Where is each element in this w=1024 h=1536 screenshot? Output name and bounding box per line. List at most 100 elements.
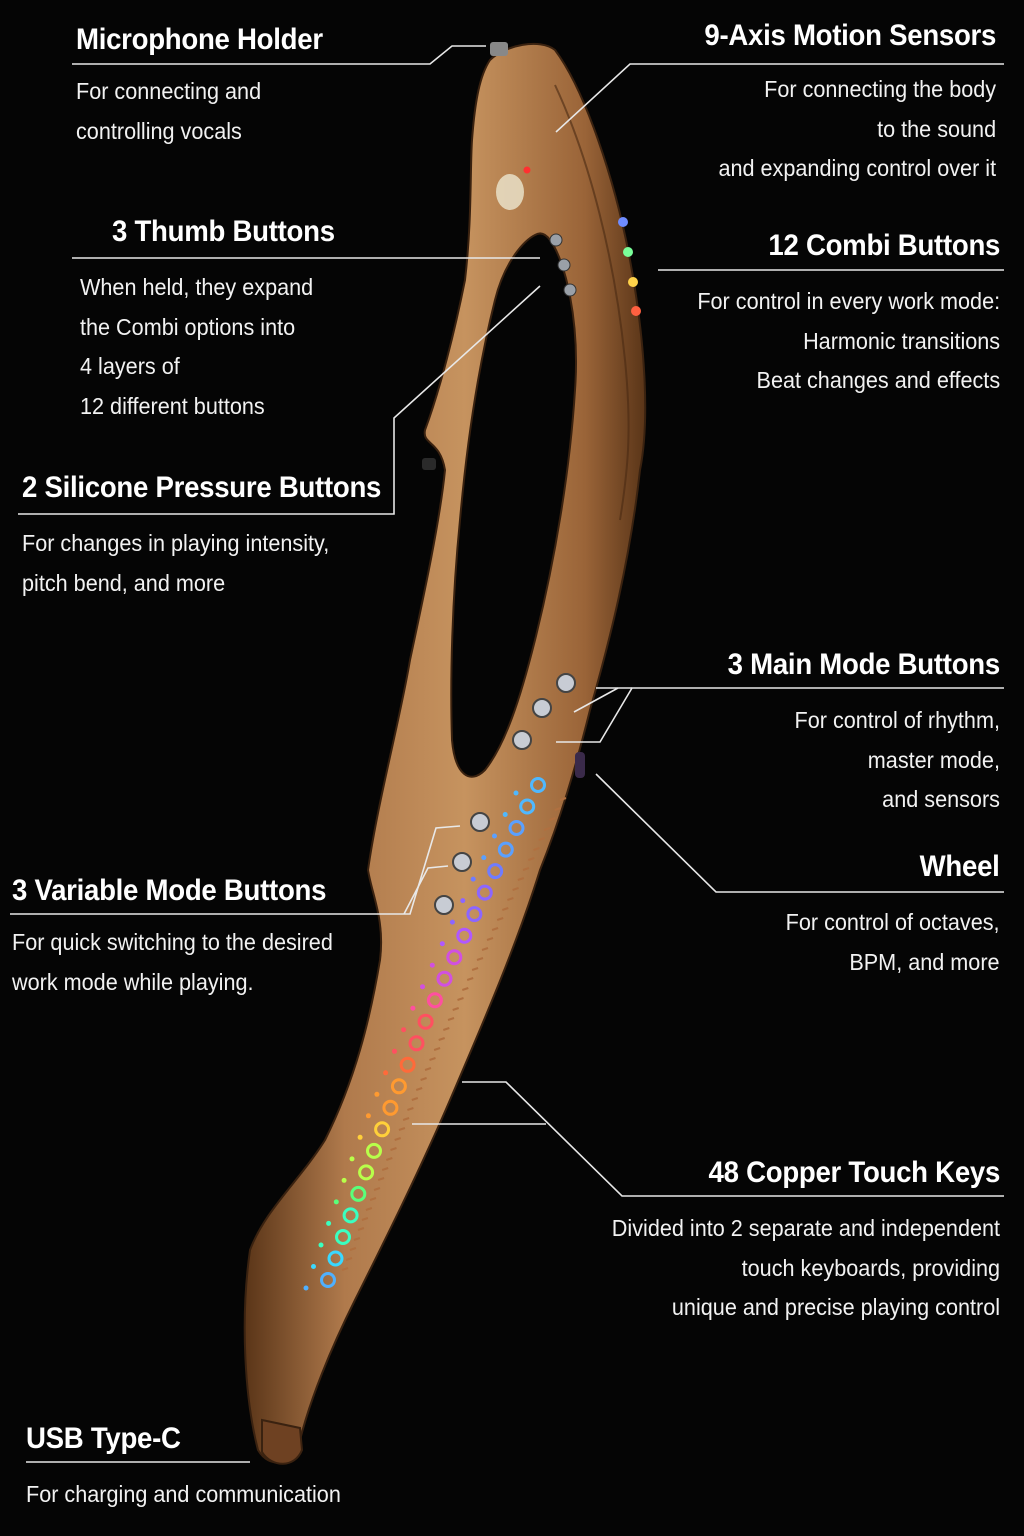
wheel-icon [575,752,585,778]
led-dot [374,1091,380,1097]
variable-mode-buttons-group [434,812,490,915]
leader-line-keys [462,1081,1004,1197]
led-dot [383,1070,389,1076]
leader-line-variable [10,825,461,915]
variable-mode-buttons-desc: For quick switching to the desired work … [12,923,333,1002]
copper-key [549,817,556,821]
logo-icon [496,174,524,210]
led-ring [335,1229,351,1245]
main-mode-buttons-group [512,673,576,750]
led-ring [446,949,463,966]
led-ring [519,798,536,815]
led-ring [476,884,493,901]
led-ring [408,1035,425,1052]
led-ring [508,820,525,836]
copper-key [402,1117,410,1121]
copper-key [420,1077,427,1081]
desc-line: unique and precise playing control [671,1294,1000,1320]
pressure-buttons-desc: For changes in playing intensity, pitch … [22,524,389,603]
microphone-jack [490,42,508,56]
led-dot [311,1264,316,1269]
copper-key [438,1037,446,1041]
label-pressure-buttons: 2 Silicone Pressure Buttons For changes … [22,470,412,603]
leader-line-microphone [72,45,486,65]
desc-line: For control in every work mode: [697,288,1000,314]
led-dot [410,1005,416,1011]
led-ring [320,1272,336,1288]
led-ring [327,1250,344,1267]
combi-buttons-title: 12 Combi Buttons [768,229,1000,262]
copper-key [429,1057,436,1061]
label-thumb-buttons: 3 Thumb Buttons [112,214,354,250]
led-dot [449,919,455,925]
led-dot [502,812,508,817]
pressure-button-icon [422,458,436,470]
led-ring [456,927,473,944]
copper-key [533,847,540,851]
copper-touch-keys-title: 48 Copper Touch Keys [708,1156,1000,1189]
desc-line: the Combi options into [80,313,296,340]
led-ring [390,1078,407,1095]
label-motion-sensors: 9-Axis Motion Sensors For connecting the… [679,18,996,189]
led-dot [401,1027,407,1033]
desc-line: master mode, [867,746,1000,773]
copper-key [466,977,474,981]
desc-line: and expanding control over it [718,155,996,181]
leader-line-motion [555,63,1004,133]
led-ring [497,841,514,858]
led-ring [487,863,504,880]
wheel-desc: For control of octaves, BPM, and more [786,903,1000,982]
led-dot [349,1156,355,1162]
copper-key [411,1097,419,1101]
motion-sensors-desc: For connecting the body to the sound and… [698,70,996,189]
led-dot [392,1048,397,1054]
copper-key [452,1007,460,1011]
microphone-holder-desc: For connecting and controlling vocals [76,72,328,151]
copper-key [486,937,494,941]
leader-line-main-mode [556,687,1004,743]
variable-mode-buttons-title: 3 Variable Mode Buttons [12,874,327,907]
desc-line: For connecting and [76,78,262,104]
motion-sensors-title: 9-Axis Motion Sensors [704,19,996,52]
label-combi-buttons: 12 Combi Buttons For control in every wo… [678,228,1000,401]
led-ring [530,777,546,793]
copper-key [361,1217,369,1221]
leader-line-wheel [595,773,1004,893]
led-ring [374,1121,391,1138]
status-led-icon [523,166,531,174]
led-dot [429,962,435,968]
desc-line: When held, they expand [80,274,314,300]
copper-key [512,887,519,891]
desc-line: Harmonic transitions [802,327,1000,354]
led-dot [481,855,487,861]
pressure-buttons-title: 2 Silicone Pressure Buttons [22,471,382,504]
copper-key [349,1247,357,1251]
copper-key [491,927,499,931]
label-wheel: Wheel For control of octaves, BPM, and m… [772,849,1000,982]
led-ring [350,1185,367,1202]
label-copper-touch-keys: 48 Copper Touch Keys Divided into 2 sepa… [587,1155,1001,1328]
led-dot [439,941,445,947]
copper-key [476,957,484,961]
copper-key [471,967,479,971]
led-dot [492,833,497,839]
led-dot [357,1134,363,1140]
wheel-title: Wheel [920,850,1000,883]
copper-key [457,997,464,1001]
desc-line: For changes in playing intensity, [22,530,330,556]
instrument-body [243,42,647,1464]
thumb-buttons-desc: When held, they expand the Combi options… [80,268,313,426]
copper-key [345,1257,353,1261]
led-ring [466,906,483,923]
copper-key [442,1027,450,1031]
usb-type-c-desc: For charging and communication [26,1475,341,1515]
usb-type-c-title: USB Type-C [26,1422,181,1455]
led-dot [470,876,476,882]
main-mode-buttons-desc: For control of rhythm, master mode, and … [722,701,1000,820]
led-ring [417,1013,434,1030]
desc-line: controlling vocals [76,117,242,144]
desc-line: 12 different buttons [80,392,265,419]
desc-line: Beat changes and effects [756,367,1000,393]
label-usb-type-c: USB Type-C For charging and communicatio… [26,1421,361,1515]
